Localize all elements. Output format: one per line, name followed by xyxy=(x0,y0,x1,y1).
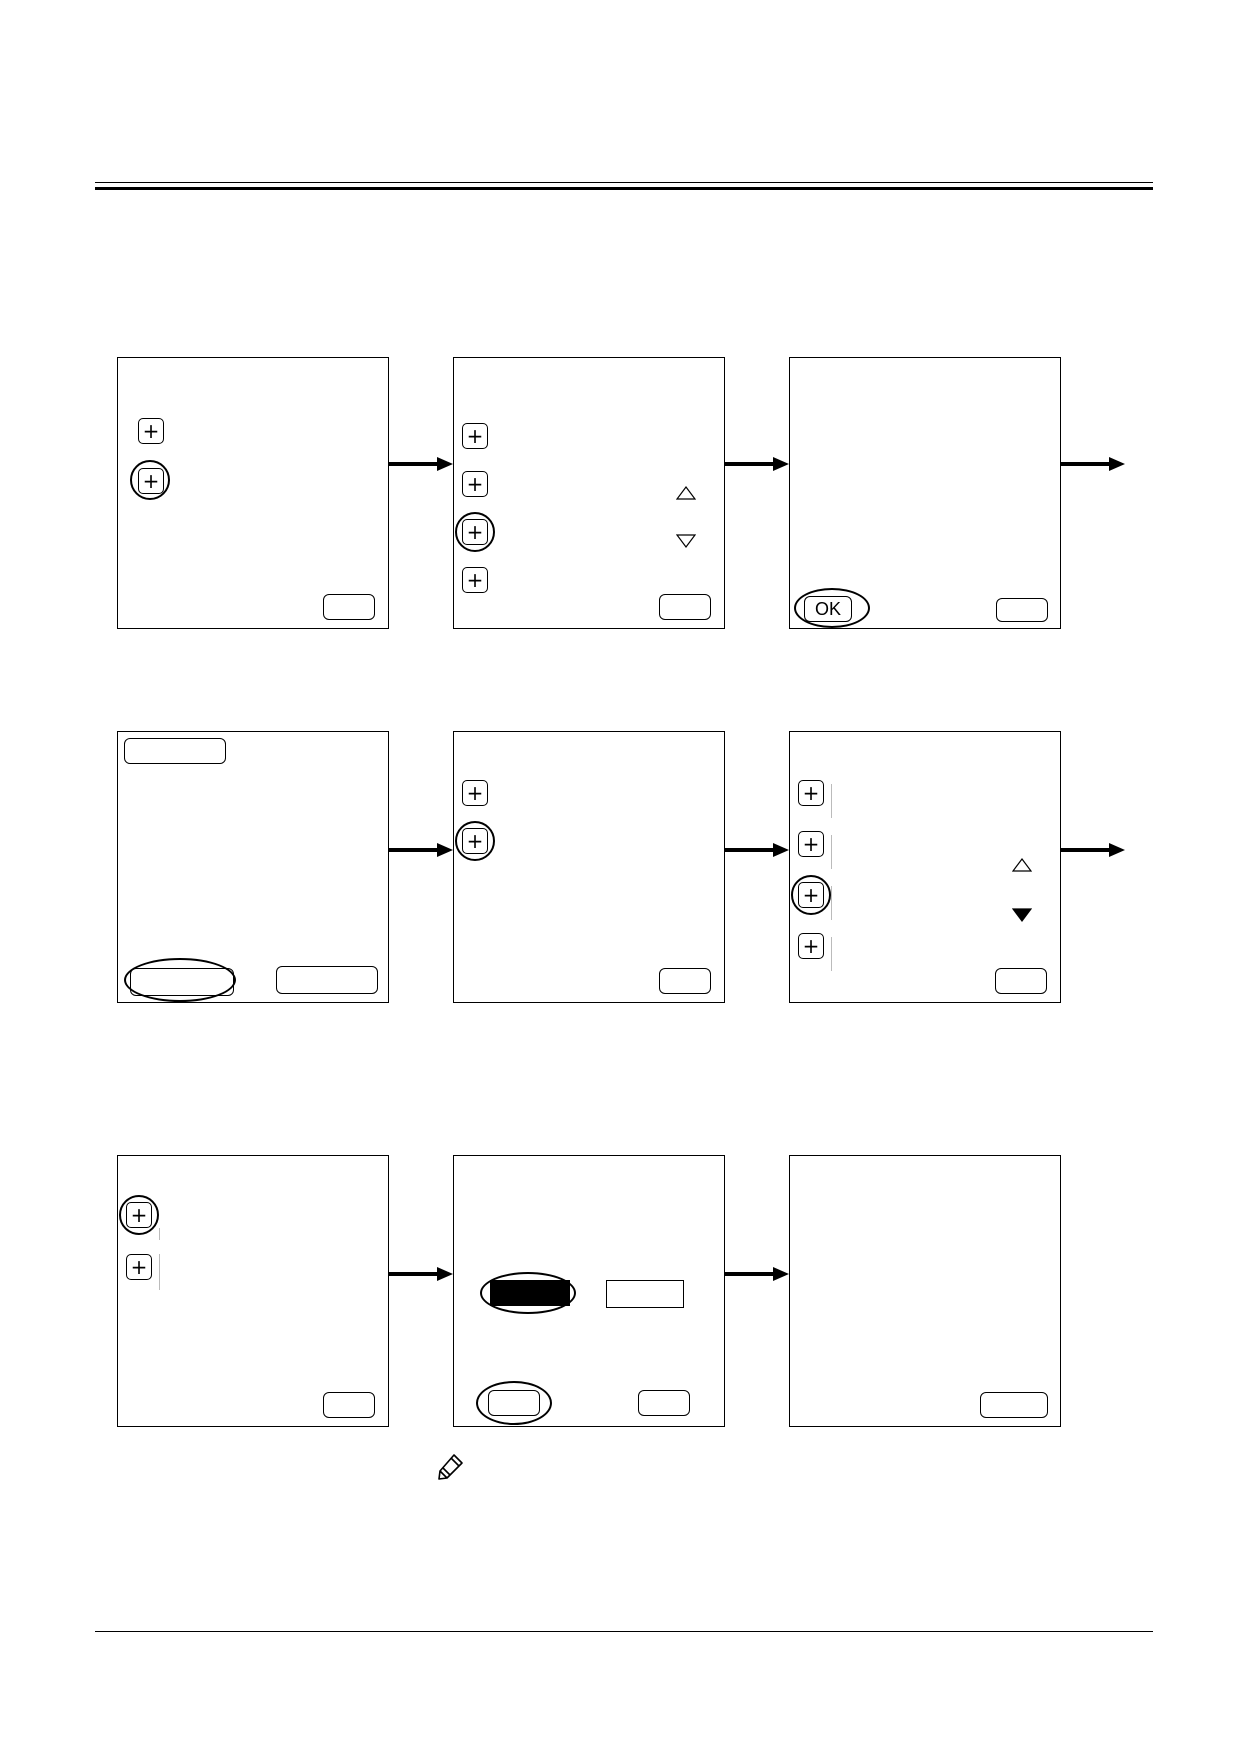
list-item-separator xyxy=(831,937,832,971)
highlight-ring xyxy=(130,460,170,500)
footer-rule xyxy=(95,1631,1153,1632)
arrow-right-icon xyxy=(1061,455,1125,478)
unselected-option-box[interactable] xyxy=(606,1280,684,1308)
plus-icon[interactable]: + xyxy=(798,780,824,806)
panel-button[interactable] xyxy=(323,1392,375,1418)
pencil-note-icon xyxy=(436,1452,466,1487)
highlight-ring xyxy=(480,1272,576,1314)
highlight-ring xyxy=(476,1381,552,1425)
arrow-right-icon xyxy=(725,841,789,864)
arrow-right-icon xyxy=(725,455,789,478)
screen-panel-8 xyxy=(453,1155,725,1427)
arrow-right-icon xyxy=(389,841,453,864)
plus-icon[interactable]: + xyxy=(462,471,488,497)
plus-icon[interactable]: + xyxy=(462,423,488,449)
panel-button-right[interactable] xyxy=(276,966,378,994)
screen-panel-3: OK xyxy=(789,357,1061,629)
screen-panel-6: + + + + xyxy=(789,731,1061,1003)
header-rule-thick xyxy=(95,187,1153,190)
arrow-right-icon xyxy=(725,1265,789,1288)
highlight-ring xyxy=(455,512,495,552)
panel-button[interactable] xyxy=(659,594,711,620)
arrow-right-icon xyxy=(389,1265,453,1288)
highlight-ring xyxy=(124,958,236,1002)
list-item-separator xyxy=(831,835,832,869)
screen-panel-7: + + xyxy=(117,1155,389,1427)
panel-button[interactable] xyxy=(996,598,1048,622)
plus-icon[interactable]: + xyxy=(138,418,164,444)
screen-panel-4 xyxy=(117,731,389,1003)
panel-button[interactable] xyxy=(323,594,375,620)
highlight-ring xyxy=(794,588,870,628)
panel-button-right[interactable] xyxy=(638,1390,690,1416)
triangle-up-icon[interactable] xyxy=(1011,858,1033,877)
plus-icon[interactable]: + xyxy=(462,780,488,806)
panel-tab-button[interactable] xyxy=(124,738,226,764)
panel-button[interactable] xyxy=(659,968,711,994)
list-item-separator xyxy=(159,1254,160,1290)
plus-icon[interactable]: + xyxy=(462,567,488,593)
list-item-separator xyxy=(159,1228,160,1240)
triangle-down-icon[interactable] xyxy=(1011,908,1033,927)
highlight-ring xyxy=(791,875,831,915)
screen-panel-5: + + xyxy=(453,731,725,1003)
header-rule-thin xyxy=(95,182,1153,183)
triangle-down-icon[interactable] xyxy=(675,534,697,553)
screen-panel-1: + + xyxy=(117,357,389,629)
screen-panel-9 xyxy=(789,1155,1061,1427)
plus-icon[interactable]: + xyxy=(798,831,824,857)
plus-icon[interactable]: + xyxy=(798,933,824,959)
list-item-separator xyxy=(831,886,832,920)
plus-icon[interactable]: + xyxy=(126,1254,152,1280)
arrow-right-icon xyxy=(389,455,453,478)
highlight-ring xyxy=(119,1195,159,1235)
arrow-right-icon xyxy=(1061,841,1125,864)
list-item-separator xyxy=(831,784,832,818)
screen-panel-2: + + + + xyxy=(453,357,725,629)
panel-button[interactable] xyxy=(980,1392,1048,1418)
triangle-up-icon[interactable] xyxy=(675,486,697,505)
highlight-ring xyxy=(455,821,495,861)
panel-button[interactable] xyxy=(995,968,1047,994)
